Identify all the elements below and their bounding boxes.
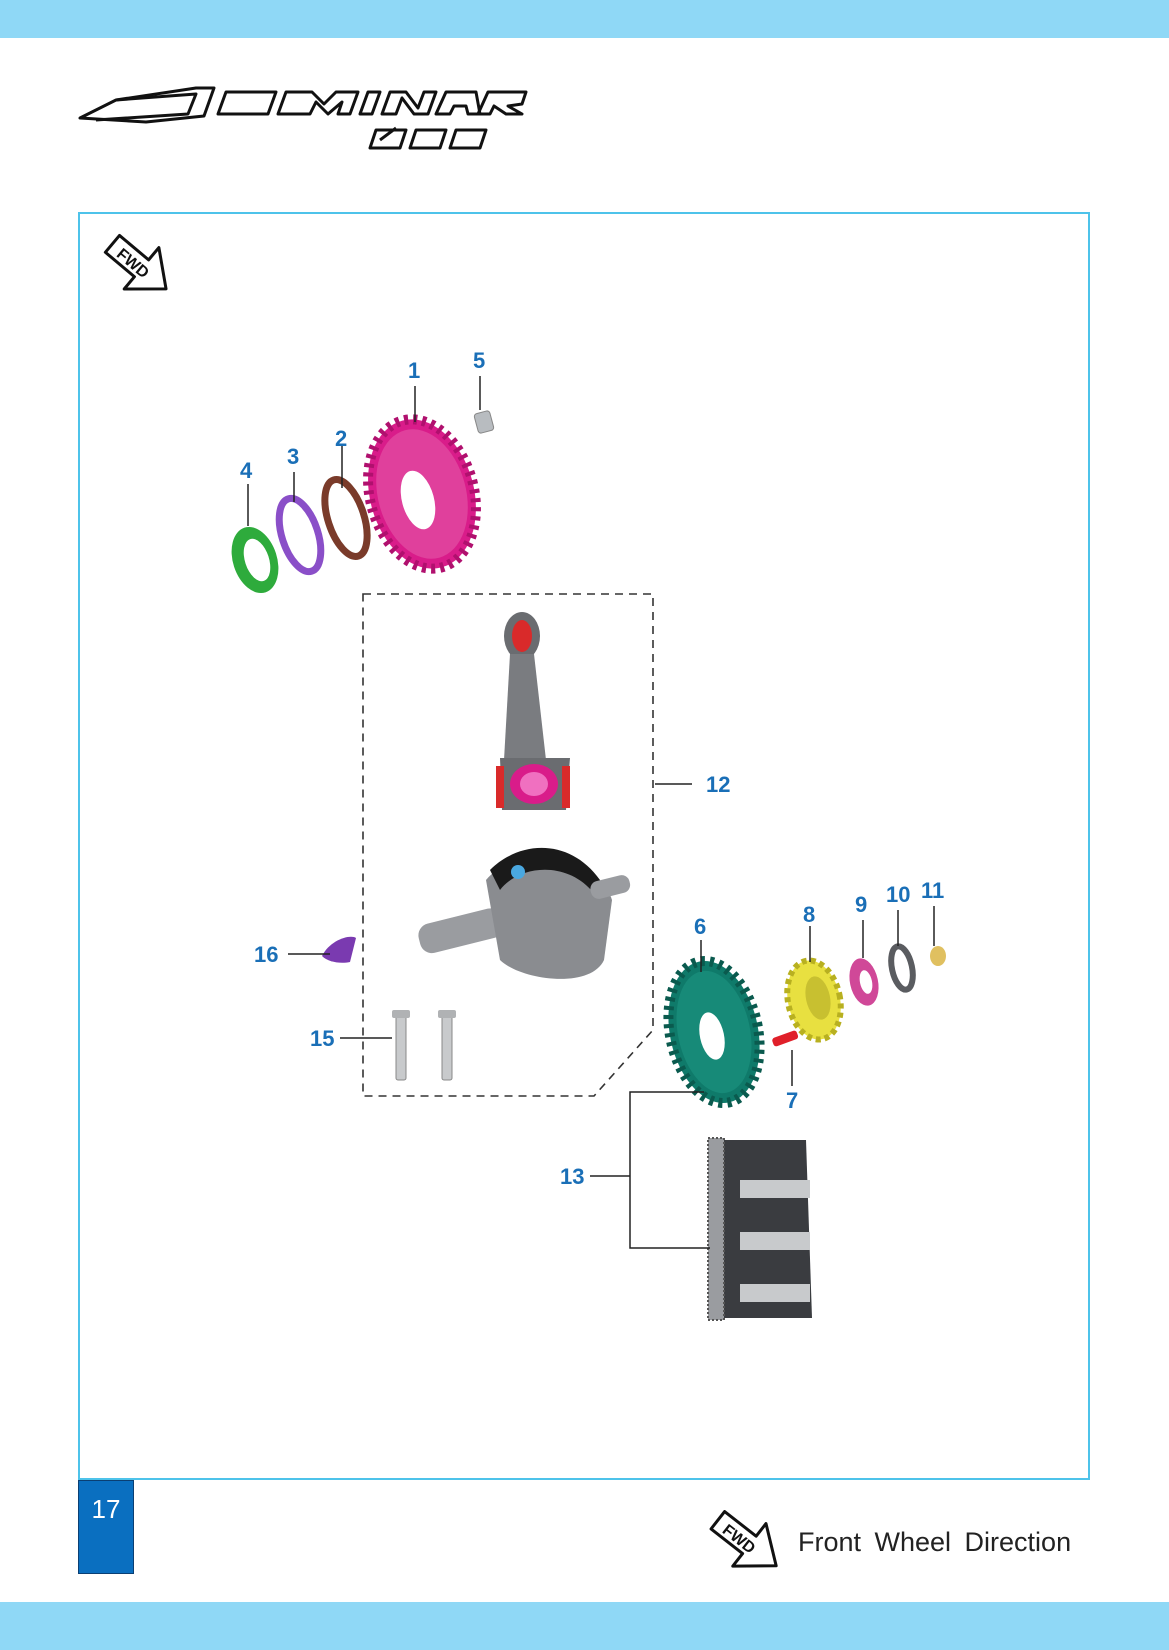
part-7-red-pin: [772, 1030, 799, 1047]
part-8-yellow-bush: [784, 957, 844, 1043]
part-15-bolts: [392, 1010, 456, 1081]
callout-9: 9: [855, 892, 867, 917]
top-band: [0, 0, 1169, 38]
part-4-green-ring: [231, 526, 279, 594]
callout-7: 7: [786, 1088, 798, 1113]
bottom-band: [0, 1602, 1169, 1650]
callout-15: 15: [310, 1026, 334, 1051]
part-3-purple-ring: [275, 494, 325, 576]
callout-6: 6: [694, 914, 706, 939]
fwd-legend-icon: FWD: [709, 1510, 778, 1568]
part-13-clutch-housing: [707, 1137, 812, 1321]
diagram-frame: [78, 212, 1090, 1480]
dominar-400-logo: [78, 86, 528, 150]
part-6-teal-gear: [663, 955, 765, 1109]
part-2-brown-ring: [321, 476, 371, 560]
callout-2: 2: [335, 426, 347, 451]
callout-8: 8: [803, 902, 815, 927]
page-number: 17: [78, 1480, 134, 1574]
callout-10: 10: [886, 882, 910, 907]
callout-4: 4: [240, 458, 253, 483]
part-11-nut: [930, 946, 946, 966]
fwd-arrow-icon: FWD: [103, 233, 168, 291]
callout-1: 1: [408, 358, 420, 383]
callout-5: 5: [473, 348, 485, 373]
part-5-dowel-pin: [473, 410, 495, 434]
callout-3: 3: [287, 444, 299, 469]
callout-13: 13: [560, 1164, 584, 1189]
part-10-grey-washer: [888, 943, 916, 993]
part-9-pink-washer: [849, 958, 879, 1006]
callout-16: 16: [254, 942, 278, 967]
part-1-magenta-gear: [363, 414, 481, 574]
callout-11: 11: [921, 878, 944, 903]
callout-12: 12: [706, 772, 730, 797]
part-16-woodruff-key: [322, 936, 356, 963]
legend-label: Front Wheel Direction: [798, 1527, 1072, 1557]
connecting-rod: [496, 612, 570, 810]
crankshaft: [418, 847, 631, 979]
